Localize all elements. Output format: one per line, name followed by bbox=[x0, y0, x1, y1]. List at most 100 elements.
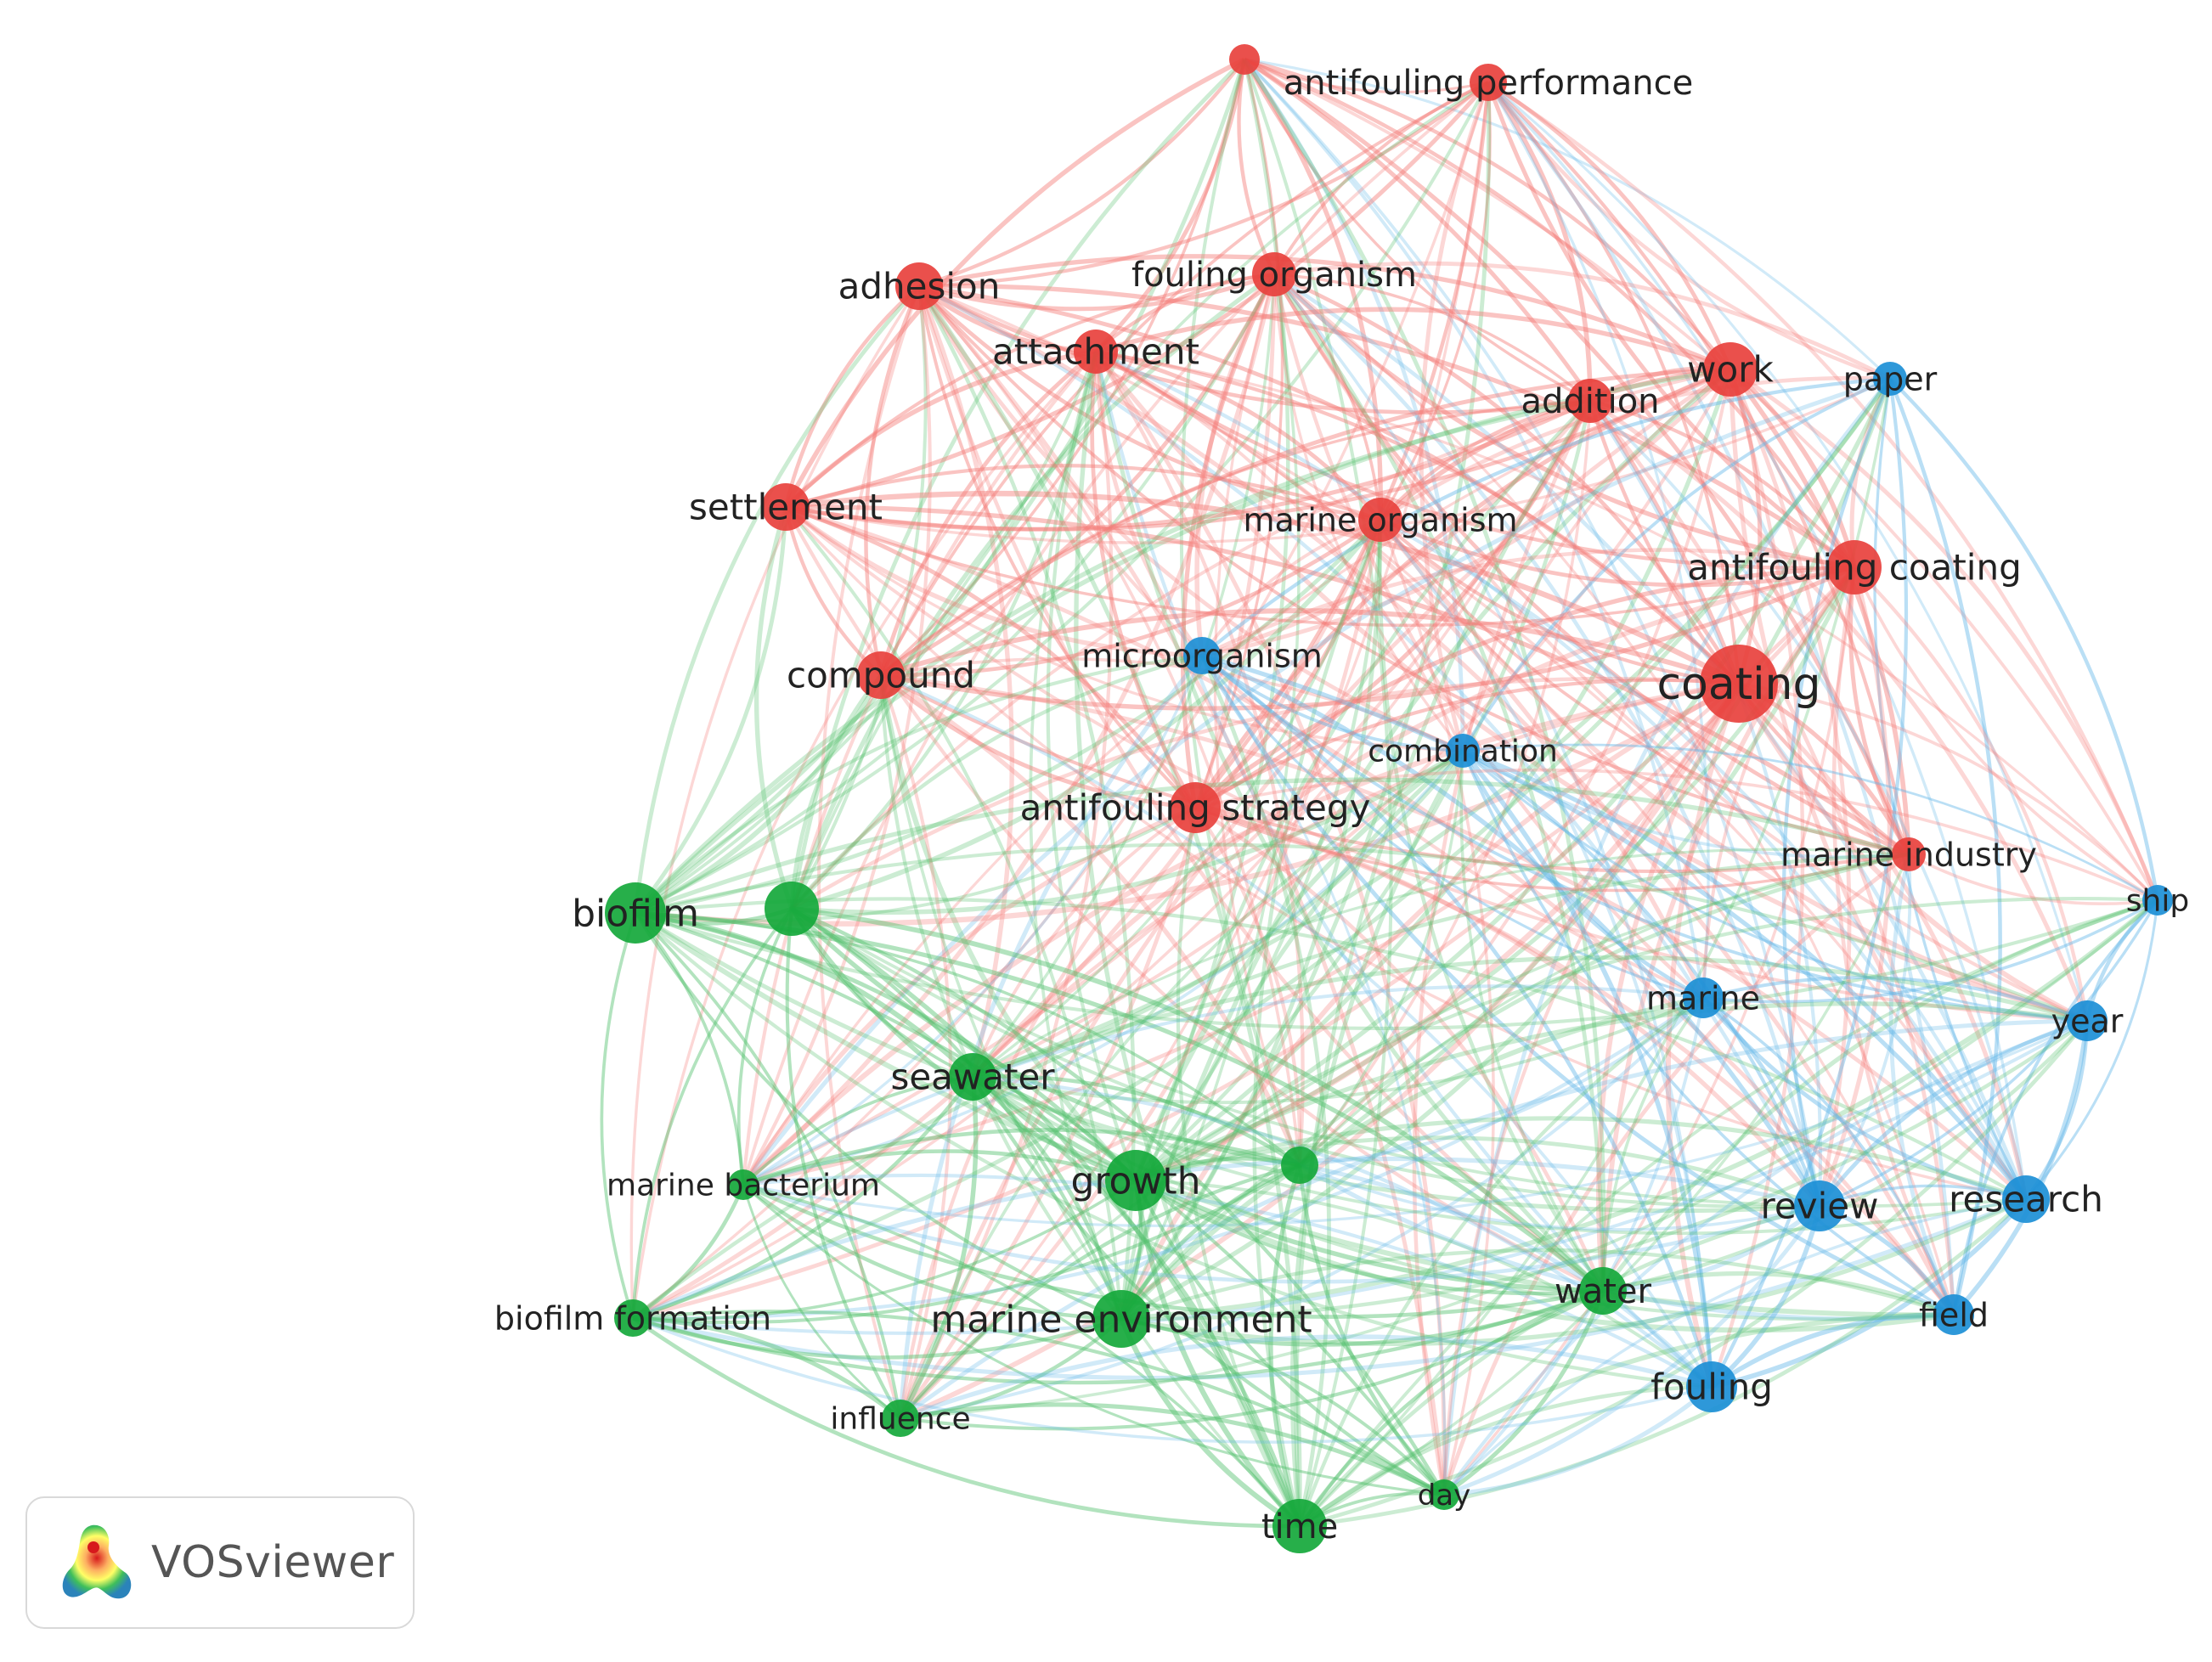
network-link bbox=[917, 285, 1302, 1527]
network-link bbox=[1299, 854, 1910, 1528]
network-link bbox=[1298, 1312, 1955, 1529]
node-work[interactable] bbox=[1703, 342, 1758, 397]
network-link bbox=[1459, 750, 1605, 1292]
node-label: addition bbox=[1521, 382, 1659, 421]
node-fouling-organism[interactable] bbox=[1252, 252, 1296, 296]
node-unlabeled-n25[interactable] bbox=[1281, 1146, 1318, 1184]
network-link bbox=[1442, 377, 1892, 1496]
network-link bbox=[791, 748, 1464, 916]
network-link bbox=[1701, 996, 2027, 1202]
network-link bbox=[1029, 351, 1123, 1320]
network-link bbox=[1702, 976, 2088, 1023]
network-link bbox=[635, 897, 2028, 1201]
node-label: marine industry bbox=[1780, 836, 2037, 873]
network-link bbox=[817, 285, 921, 1419]
node-ship[interactable] bbox=[2142, 885, 2173, 916]
node-addition[interactable] bbox=[1568, 379, 1612, 423]
node-biofilm[interactable] bbox=[605, 882, 666, 944]
node-antifouling-coating[interactable] bbox=[1827, 540, 1882, 594]
network-link bbox=[785, 367, 1731, 532]
network-link bbox=[1194, 805, 1955, 1316]
network-link bbox=[900, 1289, 1604, 1431]
node-combination[interactable] bbox=[1446, 734, 1480, 768]
network-link bbox=[1095, 350, 1464, 752]
network-link bbox=[1380, 517, 1855, 588]
node-antifouling-performance[interactable] bbox=[1470, 64, 1507, 101]
node-growth[interactable] bbox=[1105, 1150, 1166, 1211]
node-marine-organism[interactable] bbox=[1358, 498, 1402, 542]
node-research[interactable] bbox=[2002, 1175, 2050, 1223]
network-link bbox=[785, 490, 1741, 686]
node-day[interactable] bbox=[1429, 1479, 1459, 1510]
network-link bbox=[918, 58, 1246, 289]
network-link bbox=[1729, 367, 2160, 901]
network-link bbox=[899, 519, 1383, 1420]
network-link bbox=[1710, 1205, 1822, 1389]
network-link bbox=[635, 842, 2088, 1023]
node-compound[interactable] bbox=[857, 651, 905, 699]
network-link bbox=[1093, 350, 1447, 1496]
network-link bbox=[1298, 1384, 1713, 1528]
network-link bbox=[634, 653, 1203, 915]
network-link bbox=[632, 1075, 974, 1321]
network-link bbox=[634, 911, 902, 1419]
node-marine[interactable] bbox=[1683, 977, 1724, 1018]
node-label: seawater bbox=[890, 1056, 1055, 1098]
network-link bbox=[899, 82, 1490, 1420]
node-seawater[interactable] bbox=[949, 1053, 996, 1101]
network-link bbox=[2024, 1020, 2090, 1201]
network-link bbox=[972, 519, 1382, 1079]
node-coating[interactable] bbox=[1700, 645, 1778, 723]
node-microorganism[interactable] bbox=[1183, 637, 1221, 674]
node-field[interactable] bbox=[1933, 1294, 1974, 1335]
network-link bbox=[790, 81, 1489, 910]
network-link bbox=[1487, 81, 1891, 381]
network-link bbox=[785, 505, 1855, 628]
network-link bbox=[631, 1316, 1301, 1529]
node-influence[interactable] bbox=[882, 1400, 919, 1437]
network-link bbox=[899, 682, 1741, 1421]
network-link bbox=[1074, 351, 1302, 1528]
network-link bbox=[1379, 518, 1713, 1388]
network-link bbox=[1738, 682, 2159, 902]
node-adhesion[interactable] bbox=[895, 262, 943, 310]
network-link bbox=[783, 57, 1246, 509]
network-link bbox=[1272, 273, 1605, 1292]
node-biofilm-formation[interactable] bbox=[614, 1299, 652, 1337]
network-link bbox=[1135, 1135, 1820, 1208]
network-link bbox=[1588, 399, 2028, 1200]
network-link bbox=[1665, 682, 1741, 1388]
network-link bbox=[917, 285, 1014, 1078]
node-year[interactable] bbox=[2067, 1000, 2108, 1041]
network-link bbox=[1120, 273, 1301, 1320]
node-marine-bacterium[interactable] bbox=[728, 1169, 759, 1200]
network-link bbox=[790, 907, 1301, 1168]
network-link bbox=[1297, 996, 1705, 1527]
network-link bbox=[918, 283, 1856, 570]
node-water[interactable] bbox=[1579, 1267, 1627, 1315]
node-label: research bbox=[1949, 1179, 2103, 1220]
node-settlement[interactable] bbox=[762, 483, 810, 531]
node-attachment[interactable] bbox=[1074, 330, 1118, 374]
node-fouling[interactable] bbox=[1686, 1361, 1737, 1412]
node-marine-industry[interactable] bbox=[1892, 837, 1926, 871]
node-label: water bbox=[1555, 1272, 1652, 1311]
node-review[interactable] bbox=[1794, 1180, 1845, 1231]
network-link bbox=[1487, 81, 1956, 1316]
network-link bbox=[1888, 377, 2160, 901]
node-unlabeled-n0[interactable] bbox=[1229, 44, 1260, 75]
node-antifouling-strategy[interactable] bbox=[1170, 782, 1221, 833]
node-paper[interactable] bbox=[1873, 362, 1907, 396]
node-unlabeled-n18[interactable] bbox=[765, 882, 819, 936]
network-link bbox=[631, 1156, 1820, 1321]
network-link bbox=[1272, 273, 1464, 752]
node-label: antifouling coating bbox=[1687, 547, 2022, 589]
network-link bbox=[1242, 58, 1606, 1292]
node-time[interactable] bbox=[1272, 1499, 1327, 1553]
network-link bbox=[1952, 899, 2159, 1316]
network-link bbox=[789, 272, 1276, 910]
network-link bbox=[1193, 82, 1491, 809]
node-marine-environment[interactable] bbox=[1092, 1290, 1150, 1348]
network-link bbox=[1588, 400, 1910, 856]
network-link bbox=[1298, 899, 2158, 1528]
